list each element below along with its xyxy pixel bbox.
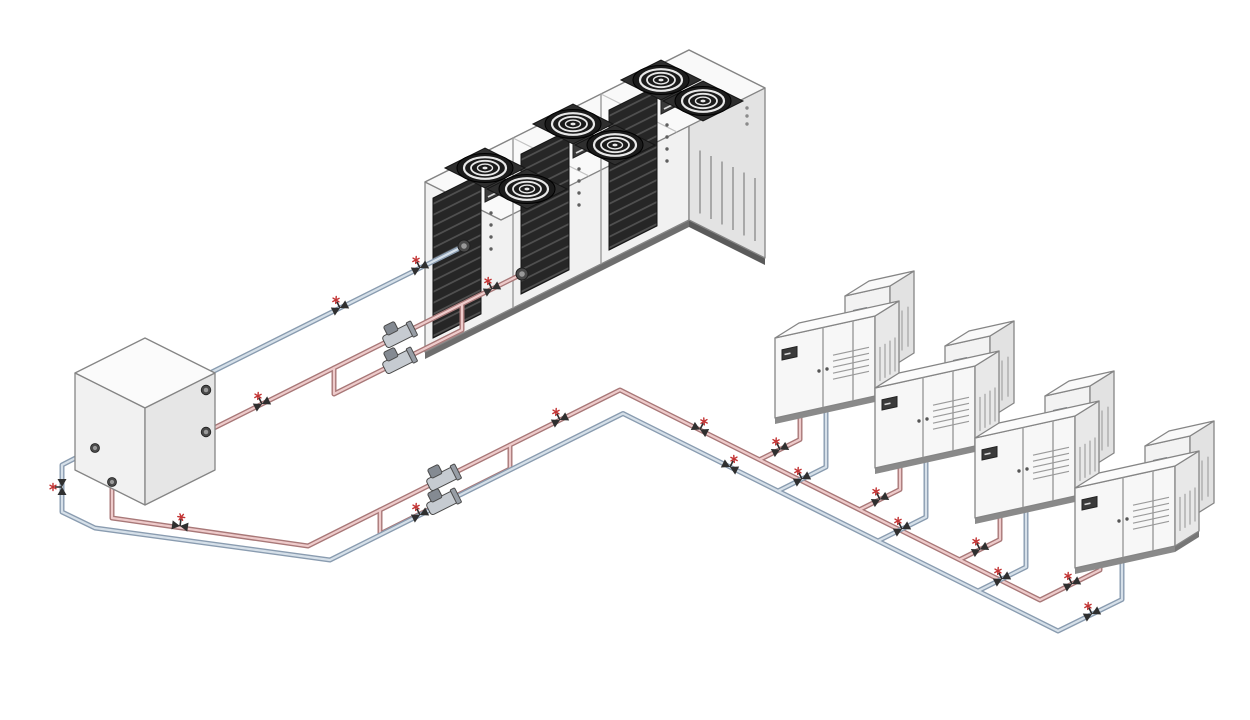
- buffer-tank: [74, 337, 216, 506]
- tank-return-outlet-port: [90, 443, 100, 453]
- chiller-base-strip-side: [689, 220, 765, 265]
- air-handlers: [774, 270, 1215, 575]
- chiller-side-vents: [699, 150, 756, 241]
- chiller-grilles: [432, 85, 658, 339]
- chiller-base-strip: [425, 220, 689, 359]
- tank-supply-outlet-port: [107, 477, 117, 487]
- tank-side-face: [144, 372, 216, 506]
- chiller-block: [424, 49, 766, 359]
- chiller-grille-3: [608, 85, 658, 251]
- chiller-supply-port: [515, 267, 529, 281]
- chiller-grille-2: [520, 129, 570, 295]
- tank-return-inlet-port: [200, 384, 212, 396]
- chiller-return-port: [457, 239, 471, 253]
- chiller-side-indicators: [745, 106, 749, 126]
- tank-supply-inlet-port: [200, 426, 212, 438]
